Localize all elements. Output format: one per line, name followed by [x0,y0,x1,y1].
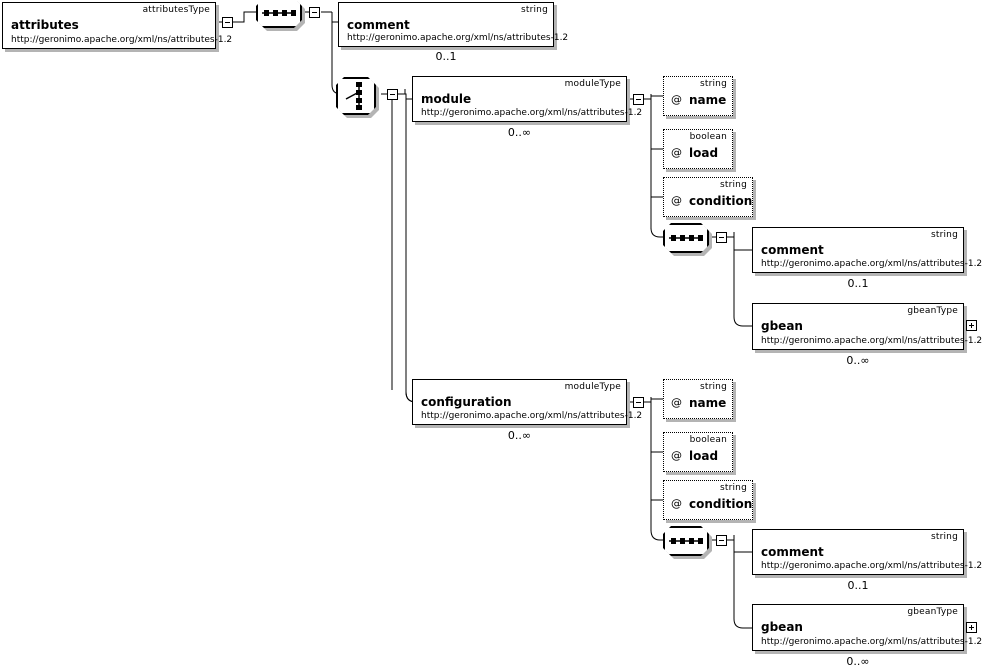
element-namespace-label: http://geronimo.apache.org/xml/ns/attrib… [421,108,643,118]
element-comment-module[interactable]: string comment http://geronimo.apache.or… [752,227,982,273]
sequence-icon [669,538,703,544]
at-symbol-icon: @ [671,146,682,159]
element-name-label: gbean [761,319,803,333]
cardinality-comment-configuration: 0..1 [847,579,869,592]
at-symbol-icon: @ [671,194,682,207]
attribute-type-label: string [719,483,747,493]
cardinality-gbean-configuration: 0..∞ [846,655,870,668]
element-namespace-label: http://geronimo.apache.org/xml/ns/attrib… [11,35,233,45]
expander-attributes[interactable] [222,17,233,28]
element-gbean-module[interactable]: gbeanType gbean http://geronimo.apache.o… [752,303,982,350]
element-comment-root[interactable]: string comment http://geronimo.apache.or… [338,2,568,47]
attribute-name-label: condition [689,497,753,511]
cardinality-gbean-module: 0..∞ [846,354,870,367]
expander-configuration-sequence[interactable] [716,535,727,546]
cardinality-module: 0..∞ [507,126,532,139]
attribute-configuration-load[interactable]: boolean @ load [663,432,733,472]
attribute-type-label: string [699,382,727,392]
expander-root-sequence[interactable] [309,7,320,18]
expander-configuration[interactable] [633,397,644,408]
element-namespace-label: http://geronimo.apache.org/xml/ns/attrib… [421,411,643,421]
sequence-icon [262,10,296,16]
expander-module-sequence[interactable] [716,232,727,243]
at-symbol-icon: @ [671,497,682,510]
expander-gbean-configuration[interactable] [966,622,977,633]
attribute-name-label: name [689,396,727,410]
element-type-label: attributesType [142,5,210,15]
element-type-label: moduleType [564,382,621,392]
at-symbol-icon: @ [671,93,682,106]
attribute-module-name[interactable]: string @ name [663,76,733,116]
attribute-name-label: name [689,93,727,107]
element-namespace-label: http://geronimo.apache.org/xml/ns/attrib… [761,336,983,346]
element-namespace-label: http://geronimo.apache.org/xml/ns/attrib… [761,259,983,269]
element-attributes[interactable]: attributesType attributes http://geronim… [2,2,232,49]
choice-icon [345,82,362,110]
expander-root-choice[interactable] [387,89,398,100]
attribute-name-label: condition [689,194,753,208]
element-type-label: string [520,5,548,15]
expander-module[interactable] [633,94,644,105]
attribute-type-label: boolean [689,132,727,142]
element-module[interactable]: moduleType module http://geronimo.apache… [412,76,642,122]
element-name-label: comment [761,545,824,559]
expander-gbean-module[interactable] [966,320,977,331]
element-namespace-label: http://geronimo.apache.org/xml/ns/attrib… [761,637,983,647]
element-type-label: string [930,532,958,542]
element-namespace-label: http://geronimo.apache.org/xml/ns/attrib… [761,561,983,571]
element-name-label: configuration [421,395,512,409]
attribute-type-label: boolean [689,435,727,445]
element-type-label: string [930,230,958,240]
at-symbol-icon: @ [671,449,682,462]
element-comment-configuration[interactable]: string comment http://geronimo.apache.or… [752,529,982,575]
element-name-label: comment [761,243,824,257]
element-configuration[interactable]: moduleType configuration http://geronimo… [412,379,642,425]
at-symbol-icon: @ [671,396,682,409]
element-type-label: moduleType [564,79,621,89]
element-gbean-configuration[interactable]: gbeanType gbean http://geronimo.apache.o… [752,604,982,651]
element-name-label: gbean [761,620,803,634]
attribute-module-condition[interactable]: string @ condition [663,177,753,217]
attribute-type-label: string [699,79,727,89]
attribute-name-label: load [689,449,719,463]
cardinality-comment-root: 0..1 [435,50,457,63]
element-type-label: gbeanType [907,306,958,316]
attribute-module-load[interactable]: boolean @ load [663,129,733,169]
attribute-configuration-condition[interactable]: string @ condition [663,480,753,520]
element-name-label: attributes [11,18,79,32]
cardinality-configuration: 0..∞ [507,429,532,442]
cardinality-comment-module: 0..1 [847,277,869,290]
attribute-type-label: string [719,180,747,190]
element-name-label: comment [347,18,410,32]
element-namespace-label: http://geronimo.apache.org/xml/ns/attrib… [347,33,569,43]
attribute-configuration-name[interactable]: string @ name [663,379,733,419]
element-type-label: gbeanType [907,607,958,617]
sequence-icon [669,235,703,241]
attribute-name-label: load [689,146,719,160]
element-name-label: module [421,92,472,106]
